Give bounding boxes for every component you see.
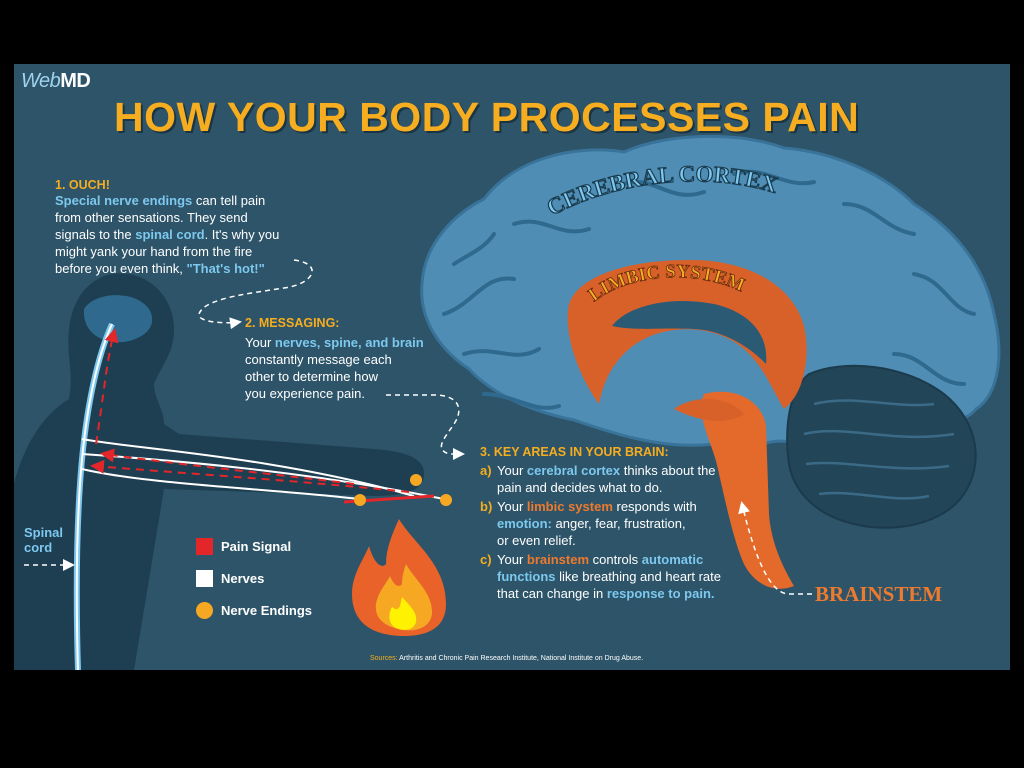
brainstem-label: BRAINSTEM <box>815 582 942 606</box>
pain-signal-paths <box>90 328 410 493</box>
page-title: HOW YOUR BODY PROCESSES PAIN <box>114 94 860 140</box>
sources-note: Sources: Arthritis and Chronic Pain Rese… <box>370 655 644 662</box>
nerve-endings <box>354 474 452 506</box>
spinal-cord-label: Spinal cord <box>24 525 64 555</box>
messaging-connector <box>386 394 465 460</box>
step-messaging-heading: 2. MESSAGING: <box>245 316 340 330</box>
midbrain-shape <box>674 398 744 421</box>
head-brain <box>83 295 153 343</box>
fire-icon <box>352 519 446 636</box>
step-ouch: 1. OUCH! Special nerve endings can tell … <box>55 178 279 277</box>
infographic-card: CEREBRAL CORTEX LIMBIC SYSTEM BRAINSTEM <box>14 64 1010 670</box>
arm-nerve-upper <box>81 438 415 497</box>
ouch-connector <box>198 259 313 330</box>
pain-signal-swatch <box>196 538 213 555</box>
step-ouch-heading: 1. OUCH! <box>55 178 110 192</box>
cerebellum-folds <box>803 399 955 500</box>
key-area-cortex: a) Your cerebral cortex thinks about the… <box>480 463 716 495</box>
webmd-logo[interactable]: WebMD <box>21 70 91 92</box>
legend-pain-signal: Pain Signal <box>196 538 291 555</box>
step-ouch-text: Special nerve endings can tell pain from… <box>55 193 280 276</box>
nerve-endings-swatch <box>196 602 213 619</box>
brain-illustration: CEREBRAL CORTEX LIMBIC SYSTEM BRAINSTEM <box>420 134 1001 606</box>
legend-nerves: Nerves <box>196 570 264 587</box>
arm-nerve-lower <box>81 468 360 500</box>
limbic-system-shape <box>567 259 807 409</box>
human-silhouette <box>14 259 465 670</box>
brainstem-pointer <box>738 501 812 595</box>
cortex-folds <box>442 169 976 410</box>
illustration-layer: CEREBRAL CORTEX LIMBIC SYSTEM BRAINSTEM <box>14 134 1001 670</box>
limbic-inner <box>612 300 767 364</box>
brainstem-shape <box>701 391 794 589</box>
body-silhouette <box>14 273 424 670</box>
cerebellum-shape <box>786 364 977 529</box>
step-key-areas-heading: 3. KEY AREAS IN YOUR BRAIN: <box>480 445 669 459</box>
step-messaging-text: Your nerves, spine, and brain constantly… <box>245 335 424 401</box>
key-area-limbic: b) Your limbic system responds with emot… <box>480 499 697 548</box>
key-area-brainstem: c) Your brainstem controls automatic fun… <box>480 552 721 601</box>
nerves-swatch <box>196 570 213 587</box>
legend-nerve-endings: Nerve Endings <box>196 602 312 619</box>
